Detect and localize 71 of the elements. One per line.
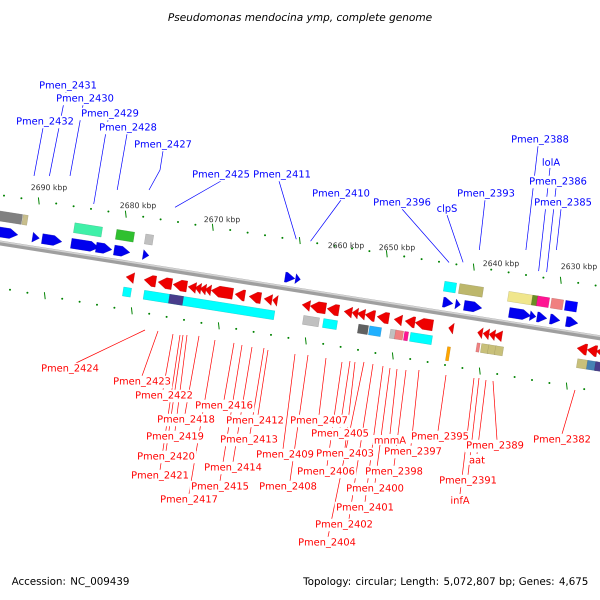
- gene-label: Pmen_2386: [528, 176, 588, 188]
- genome-info-text: Topology: circular; Length: 5,072,807 bp; Genes: 4,675: [303, 577, 588, 587]
- gene-label: Pmen_2401: [334, 502, 396, 514]
- gene-label: Pmen_2396: [372, 196, 432, 210]
- gene-label: Pmen_2406: [296, 466, 356, 478]
- gene-label: Pmen_2407: [288, 414, 350, 428]
- gene-label: Pmen_2429: [80, 108, 140, 120]
- gene-label: Pmen_2400: [344, 482, 406, 496]
- gene-label: Pmen_2391: [438, 474, 498, 488]
- gene-label: Pmen_2420: [136, 450, 196, 464]
- accession-text: Accession: NC_009439: [12, 576, 129, 588]
- gene-label: Pmen_2409: [254, 448, 316, 462]
- gene-label: Pmen_2411: [252, 168, 312, 182]
- gene-label: Pmen_2404: [296, 536, 358, 550]
- gene-label: Pmen_2419: [144, 430, 206, 444]
- leader-line: [446, 214, 464, 263]
- gene-label: Pmen_2398: [364, 466, 424, 478]
- leader-line: [402, 208, 450, 263]
- gene-label: Pmen_2412: [224, 414, 286, 428]
- gene-label: Pmen_2415: [190, 480, 250, 494]
- gene-label: Pmen_2382: [532, 434, 592, 446]
- gene-label: aat: [468, 455, 486, 465]
- gene-label: Pmen_2417: [158, 494, 220, 506]
- gene-label: Pmen_2427: [132, 138, 194, 152]
- gene-label: Pmen_2424: [40, 362, 100, 376]
- gene-label: Pmen_2432: [14, 116, 76, 128]
- gene-label: Pmen_2408: [258, 480, 318, 494]
- leader-line: [116, 134, 128, 190]
- gene-label: Pmen_2402: [314, 518, 374, 532]
- leader-line: [76, 330, 146, 364]
- leader-line: [224, 342, 234, 400]
- leader-line: [556, 208, 562, 250]
- gene-label: Pmen_2416: [194, 400, 254, 412]
- gene-label: Pmen_2422: [134, 390, 194, 402]
- gene-label: Pmen_2389: [464, 440, 526, 452]
- leader-line: [93, 120, 108, 204]
- leader-line: [390, 368, 398, 434]
- gene-label: Pmen_2413: [218, 434, 280, 446]
- leader-line: [142, 330, 158, 376]
- leader-line: [148, 150, 164, 190]
- title: Pseudomonas mendocina ymp, complete genome: [168, 12, 432, 24]
- gene-label: mnmA: [372, 435, 408, 445]
- leader-line: [310, 200, 342, 242]
- gene-label: Pmen_2421: [130, 470, 190, 482]
- leader-line: [34, 128, 44, 176]
- gene-label: Pmen_2393: [456, 188, 516, 200]
- leader-line: [438, 374, 446, 432]
- leader-line: [492, 380, 498, 440]
- gene-label: Pmen_2385: [532, 196, 594, 210]
- gene-label: clpS: [435, 202, 459, 216]
- leader-line: [282, 354, 296, 450]
- gene-label: Pmen_2414: [202, 462, 264, 474]
- gene-label: Pmen_2405: [310, 428, 370, 440]
- gene-label: Pmen_2425: [190, 168, 252, 182]
- gene-label: infA: [449, 494, 471, 506]
- gene-label: Pmen_2431: [38, 80, 98, 92]
- leader-line: [174, 180, 222, 208]
- leader-line: [318, 358, 326, 416]
- gene-label: Pmen_2388: [510, 134, 570, 146]
- leader-line: [562, 390, 576, 434]
- gene-label: Pmen_2430: [54, 92, 116, 106]
- leader-line: [278, 180, 297, 240]
- gene-label: Pmen_2418: [156, 414, 216, 426]
- leader-line: [526, 146, 538, 250]
- gene-label: Pmen_2423: [112, 376, 172, 388]
- gene-label: Pmen_2410: [310, 188, 372, 200]
- leader-line: [478, 200, 486, 250]
- gene-label: lolA: [540, 156, 562, 168]
- leader-line: [258, 350, 268, 416]
- gene-label: Pmen_2428: [98, 122, 158, 134]
- gene-label: Pmen_2403: [314, 448, 376, 460]
